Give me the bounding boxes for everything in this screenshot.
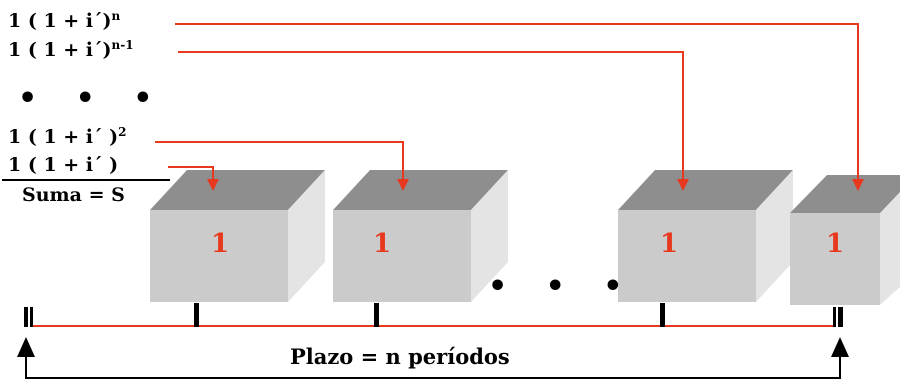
label-row-1-text: 1 ( 1 + i´ ) <box>8 154 119 176</box>
plazo-bracket <box>25 352 841 379</box>
label-row-n1-exp: n-1 <box>111 38 134 52</box>
label-dots: • • • <box>18 81 167 116</box>
tick-2 <box>374 303 379 327</box>
label-suma: Suma = S <box>22 184 125 206</box>
label-row-n-exp: n <box>111 9 121 23</box>
label-row-n1-text: 1 ( 1 + i´) <box>8 39 112 61</box>
box-3: 1 <box>618 170 793 302</box>
box-4-value: 1 <box>826 229 844 259</box>
box-2: 1 <box>333 170 508 302</box>
tick-end-b <box>838 307 843 327</box>
box-3-value: 1 <box>660 229 678 259</box>
plazo-arrow-right <box>831 337 849 357</box>
label-row-n: 1 ( 1 + i´)n <box>8 9 121 32</box>
tick-end-a <box>833 307 836 327</box>
between-dots: • • • <box>488 269 637 304</box>
label-row-2: 1 ( 1 + i´ )2 <box>8 125 127 148</box>
arrow-1 <box>168 166 219 191</box>
box-2-value: 1 <box>373 229 391 259</box>
arrow-n1 <box>178 51 689 191</box>
plazo-arrow-left <box>17 337 35 357</box>
label-row-1: 1 ( 1 + i´ ) <box>8 156 118 175</box>
plazo-label: Plazo = n períodos <box>290 344 510 369</box>
tick-start-a <box>24 307 28 327</box>
box-4: 1 <box>790 175 900 305</box>
arrow-n <box>175 23 864 191</box>
box-1-value: 1 <box>211 229 229 259</box>
tick-start-b <box>30 307 33 327</box>
tick-1 <box>194 303 199 327</box>
tick-3 <box>660 303 665 327</box>
label-row-n-text: 1 ( 1 + i´) <box>8 10 112 32</box>
arrow-2 <box>155 141 409 191</box>
box-1: 1 <box>150 170 325 302</box>
label-row-2-text: 1 ( 1 + i´ ) <box>8 126 119 148</box>
label-row-2-exp: 2 <box>118 125 127 139</box>
label-row-n1: 1 ( 1 + i´)n-1 <box>8 38 134 61</box>
